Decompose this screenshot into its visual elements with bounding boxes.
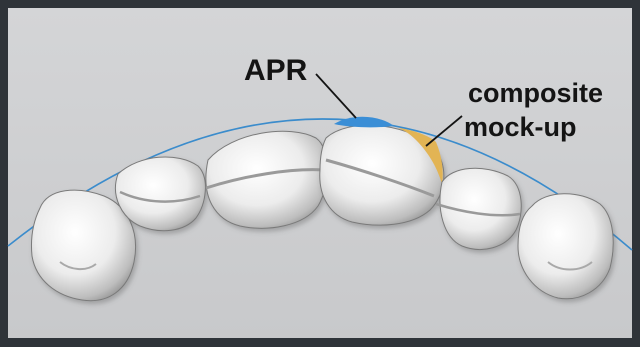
- composite-label-line2: mock-up: [464, 114, 577, 141]
- tooth-right-canine: [518, 194, 613, 299]
- composite-label-line1: composite: [468, 80, 603, 107]
- apr-label: APR: [244, 56, 307, 86]
